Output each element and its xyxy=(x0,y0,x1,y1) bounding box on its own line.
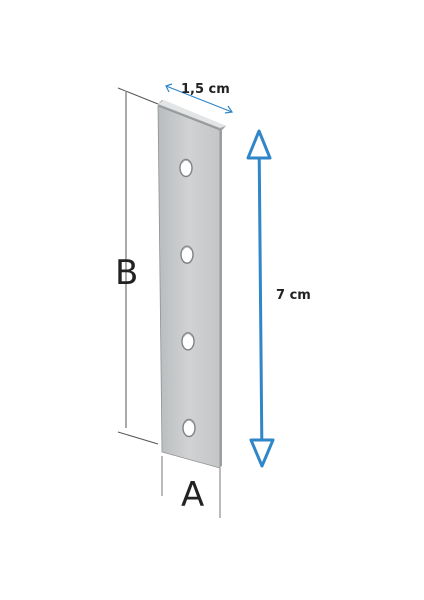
plate-hole xyxy=(181,332,195,351)
dimension-b-label: B xyxy=(115,253,138,293)
plate-hole-bevel xyxy=(183,332,193,337)
plate-hole xyxy=(180,245,194,264)
plate-face xyxy=(157,105,221,469)
plate-hole xyxy=(182,418,196,438)
width-arrow-icon xyxy=(165,83,234,114)
plate-holes xyxy=(179,158,196,438)
height-arrow-icon xyxy=(246,129,275,468)
plate-hole-bevel xyxy=(184,419,194,424)
plate-top-edge xyxy=(158,100,226,128)
dimension-a-lines xyxy=(161,456,221,518)
dimension-a-label: A xyxy=(181,475,204,515)
dimension-b-lines xyxy=(117,87,159,445)
plate-hole xyxy=(179,158,193,178)
plate-hole-bevel xyxy=(182,246,192,251)
plate-hole-bevel xyxy=(181,159,191,164)
width-label: 1,5 cm xyxy=(181,82,230,97)
height-label: 7 cm xyxy=(276,288,311,303)
